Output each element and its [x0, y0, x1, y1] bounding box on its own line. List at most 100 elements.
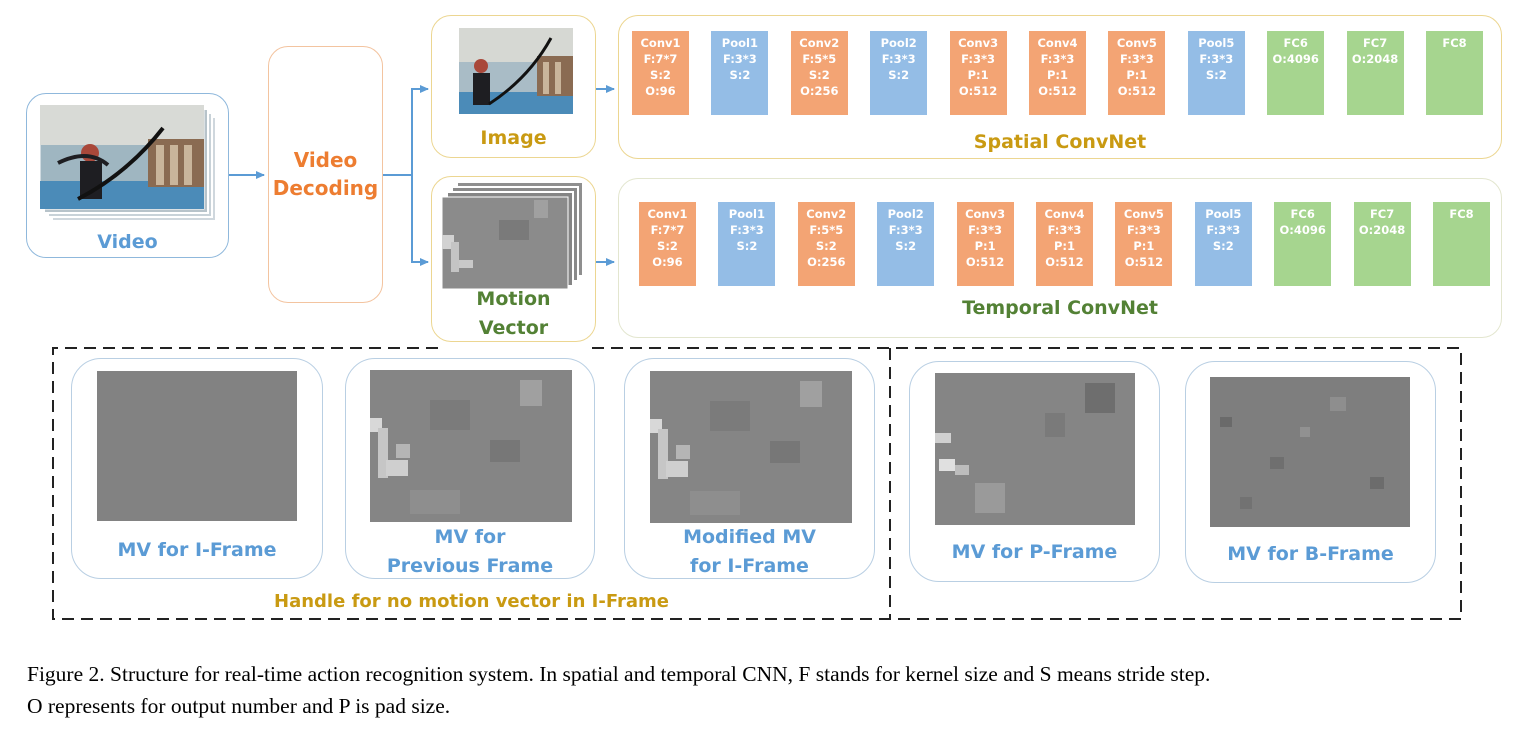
mv-modified-iframe-image: [650, 371, 852, 523]
spatial-layer-text: S:2: [729, 68, 751, 82]
temporal-layer-text: Conv1: [647, 207, 688, 221]
spatial-layer-text: O:96: [645, 84, 676, 98]
mv-iframe-image: [97, 371, 297, 521]
spatial-layer-text: FC7: [1362, 36, 1388, 50]
panel-previous-frame-label-line2: Previous Frame: [386, 555, 554, 577]
temporal-layer-text: Conv4: [1044, 207, 1085, 221]
spatial-layer-text: S:2: [650, 68, 671, 82]
temporal-layer-text: F:3*3: [1047, 223, 1082, 237]
temporal-layer-text: Pool5: [1205, 207, 1242, 221]
spatial-layer-text: F:3*3: [1199, 52, 1234, 66]
temporal-layer-text: F:7*7: [650, 223, 685, 237]
temporal-layer-text: S:2: [815, 239, 837, 253]
spatial-layer-text: Pool2: [880, 36, 917, 50]
panel-iframe-label: MV for I-Frame: [117, 539, 277, 561]
spatial-layer-fc8: FC8: [1426, 31, 1483, 115]
mv-bframe-image: [1210, 377, 1410, 527]
motion-vector-label-line1: Motion: [476, 288, 551, 310]
spatial-layer-text: O:256: [800, 84, 839, 98]
temporal-layer-text: FC7: [1369, 207, 1395, 221]
panel-bframe-label: MV for B-Frame: [1227, 543, 1394, 565]
temporal-layer-text: O:256: [807, 255, 846, 269]
spatial-layer-text: O:512: [1117, 84, 1157, 98]
spatial-layer-text: O:512: [1038, 84, 1077, 98]
image-label: Image: [480, 127, 547, 149]
panel-modified-iframe-label-line2: for I-Frame: [690, 555, 809, 577]
video-label: Video: [97, 231, 158, 253]
mv-previous-frame-image: [370, 370, 572, 522]
spatial-layer-text: S:2: [1205, 68, 1227, 82]
temporal-layer-text: O:512: [1045, 255, 1084, 269]
temporal-layer-text: O:96: [652, 255, 683, 269]
temporal-layer-text: O:4096: [1279, 223, 1326, 237]
temporal-layer-text: S:2: [657, 239, 678, 253]
temporal-layer-fc8: FC8: [1433, 202, 1490, 286]
spatial-layer-text: F:3*3: [1040, 52, 1075, 66]
spatial-convnet-title: Spatial ConvNet: [973, 131, 1147, 153]
spatial-layer-text: P:1: [1126, 68, 1148, 82]
temporal-layer-text: FC6: [1290, 207, 1315, 221]
temporal-layer-text: S:2: [736, 239, 758, 253]
panel-modified-iframe-label-line1: Modified MV: [683, 526, 816, 548]
spatial-layer-text: FC6: [1283, 36, 1308, 50]
temporal-convnet-title: Temporal ConvNet: [962, 297, 1158, 319]
temporal-layer-text: F:3*3: [1126, 223, 1161, 237]
spatial-layer-text: P:1: [967, 68, 989, 82]
temporal-layer-text: P:1: [1053, 239, 1076, 253]
temporal-layer-text: S:2: [1212, 239, 1234, 253]
motion-vector-stack: [441, 181, 584, 290]
spatial-layer-text: F:3*3: [722, 52, 757, 66]
temporal-layer-text: O:512: [965, 255, 1005, 269]
image-thumbnail: [459, 28, 573, 114]
video-decoding-box: [268, 46, 383, 303]
spatial-layer-text: Conv3: [958, 36, 999, 50]
spatial-layer-text: P:1: [1046, 68, 1069, 82]
video-frames-thumbnail: [39, 104, 217, 222]
temporal-layer-text: F:3*3: [1206, 223, 1241, 237]
spatial-layer-text: O:512: [958, 84, 998, 98]
spatial-layer-text: F:5*5: [802, 52, 837, 66]
figure-caption-line2: O represents for output number and P is …: [27, 694, 451, 718]
arrow-decoding-split: [383, 85, 429, 176]
arrow-decoding-to-motion: [411, 175, 429, 266]
spatial-layer-text: S:2: [808, 68, 830, 82]
temporal-layer-text: Pool1: [728, 207, 765, 221]
spatial-layer-text: Conv4: [1037, 36, 1078, 50]
spatial-layer-text: Conv2: [799, 36, 840, 50]
spatial-layer-text: F:3*3: [881, 52, 916, 66]
motion-vector-label-line2: Vector: [478, 317, 549, 339]
panel-previous-frame-label-line1: MV for: [434, 526, 506, 548]
panel-pframe-label: MV for P-Frame: [951, 541, 1118, 563]
temporal-layer-text: F:3*3: [888, 223, 923, 237]
video-decoding-label-line1: Video: [293, 148, 358, 172]
spatial-layer-text: O:2048: [1351, 52, 1399, 66]
temporal-layer-text: Conv2: [806, 207, 847, 221]
temporal-layer-text: F:3*3: [729, 223, 764, 237]
temporal-layer-text: P:1: [974, 239, 996, 253]
figure-caption: Figure 2. Structure for real-time action…: [27, 658, 1507, 722]
spatial-layer-text: S:2: [888, 68, 910, 82]
temporal-layer-text: F:5*5: [809, 223, 844, 237]
temporal-layer-text: Conv5: [1123, 207, 1164, 221]
temporal-layer-text: Conv3: [965, 207, 1006, 221]
spatial-layer-text: F:3*3: [961, 52, 996, 66]
spatial-layer-text: FC8: [1442, 36, 1467, 50]
temporal-layer-text: F:3*3: [968, 223, 1003, 237]
handle-iframe-label: Handle for no motion vector in I-Frame: [274, 591, 669, 612]
temporal-layer-text: O:2048: [1358, 223, 1406, 237]
